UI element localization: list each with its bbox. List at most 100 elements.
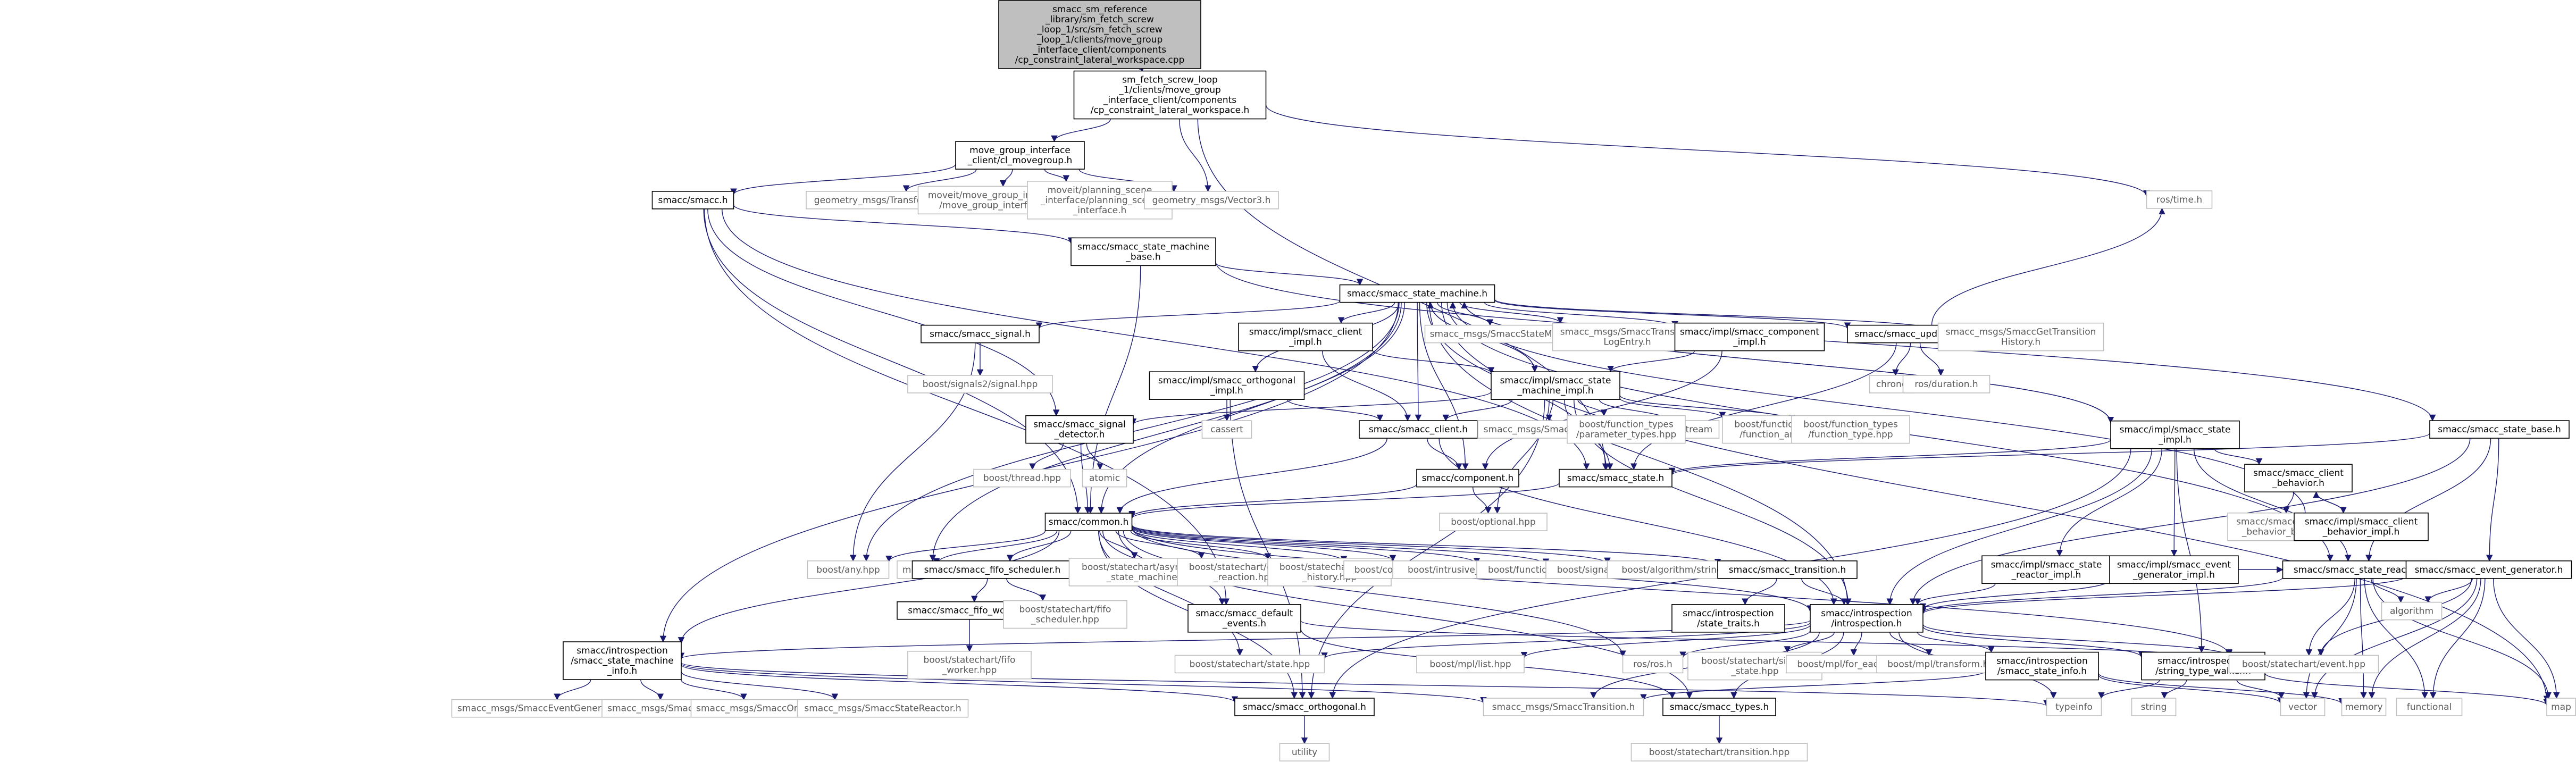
dependency-edge (1850, 632, 1862, 656)
dependency-edge (2176, 448, 2205, 653)
graph-node-n37[interactable]: smacc/smacc_client_behavior.h (2244, 464, 2353, 492)
node-label-line: smacc/smacc_client.h (1369, 424, 1468, 435)
graph-node-n18: boost/signals2/signal.hpp (907, 375, 1053, 393)
node-label-line: typeinfo (2055, 702, 2093, 713)
dependency-edge (885, 530, 1046, 563)
graph-node-n42[interactable]: smacc/impl/smacc_state_reactor_impl.h (1981, 555, 2111, 584)
graph-node-n31[interactable]: smacc/impl/smacc_state_impl.h (2110, 420, 2240, 449)
graph-node-n0[interactable]: smacc_sm_reference_library/sm_fetch_scre… (998, 0, 1201, 69)
graph-node-n1[interactable]: sm_fetch_screw_loop_1/clients/move_group… (1073, 70, 1267, 120)
graph-node-n39[interactable]: smacc/common.h (1044, 513, 1133, 531)
graph-node-n44: boost/any.hpp (807, 560, 890, 579)
node-label-line: /introspection.h (1831, 618, 1902, 629)
dependency-edge (1801, 578, 1847, 606)
dependency-edge (1415, 302, 1422, 422)
node-label-line: _reaction.hpp (1213, 572, 1275, 583)
graph-node-n32[interactable]: smacc/smacc_state_base.h (2429, 420, 2570, 439)
node-label-line: /state_traits.h (1697, 618, 1760, 629)
node-box (2110, 420, 2240, 449)
graph-node-n30: boost/function_types/function_type.hpp (1791, 415, 1910, 444)
graph-node-n46[interactable]: smacc/smacc_fifo_scheduler.h (911, 560, 1073, 579)
node-label-line: smacc/smacc.h (658, 195, 728, 206)
node-label-line: smacc/smacc_transition.h (1729, 565, 1846, 575)
node-label-line: boost/algorithm/string.hpp (1621, 565, 1742, 575)
dependency-edge (1441, 302, 2550, 702)
graph-node-n10[interactable]: smacc/smacc_state_machine.h (1339, 284, 1495, 303)
node-label-line: move_group_interface (969, 145, 1070, 156)
node-box (921, 324, 1040, 344)
dependency-edge (2360, 578, 2367, 699)
node-box (2341, 698, 2387, 716)
dependency-edge (1322, 350, 1411, 422)
node-label-line: smacc/smacc_state.h (1567, 473, 1665, 484)
dependency-edge (1131, 525, 1611, 565)
dependency-edge (2214, 448, 2263, 465)
dependency-edge (1131, 524, 1721, 566)
dependency-edge (704, 208, 1230, 606)
node-label-line: ros/ros.h (1633, 659, 1672, 669)
dependency-edge (1131, 525, 1550, 566)
graph-node-n35[interactable]: smacc/component.h (1416, 468, 1519, 488)
graph-node-n12[interactable]: smacc/impl/smacc_client_impl.h (1238, 322, 1373, 351)
node-label-line: boost/optional.hpp (1451, 517, 1536, 527)
node-box (1622, 655, 1684, 674)
dependency-edge (1919, 342, 1944, 376)
dependency-edge (1919, 575, 2407, 615)
graph-node-n79[interactable]: smacc/smacc_orthogonal.h (1234, 698, 1375, 716)
graph-node-n89: boost/statechart/transition.hpp (1630, 743, 1808, 761)
node-box (2429, 420, 2570, 439)
graph-node-n43[interactable]: smacc/impl/smacc_event_generator_impl.h (2109, 555, 2239, 584)
graph-node-n36[interactable]: smacc/smacc_state.h (1559, 468, 1672, 488)
dependency-edge (2098, 674, 2284, 705)
graph-node-n25[interactable]: smacc/smacc_client.h (1359, 420, 1478, 439)
node-label-line: _impl.h (1733, 337, 1766, 348)
node-label-line: /function_type.hpp (1808, 430, 1893, 440)
node-box (998, 0, 1201, 69)
graph-node-n61[interactable]: smacc/introspection/state_traits.h (1671, 604, 1785, 633)
node-label-line: smacc_msgs/SmaccTransition (1560, 327, 1695, 338)
dependency-edge (1044, 169, 1070, 182)
graph-node-n23[interactable]: smacc/smacc_signal_detector.h (1025, 415, 1134, 444)
dependency-edge (681, 671, 839, 700)
node-label-line: _behavior_impl.h (2322, 527, 2400, 538)
dependency-edge (2372, 578, 2552, 699)
dependency-edge (1116, 438, 1387, 514)
graph-node-n41[interactable]: smacc/impl/smacc_client_behavior_impl.h (2294, 512, 2429, 541)
node-label-line: _impl.h (1289, 337, 1322, 348)
node-label-line: boost/mpl/transform.hpp (1887, 659, 2000, 669)
node-box (1902, 375, 1990, 393)
node-label-line: memory (2345, 702, 2382, 713)
node-box (2405, 560, 2572, 579)
dependency-edge (1909, 438, 2471, 606)
graph-node-n9[interactable]: smacc/smacc_state_machine_base.h (1070, 237, 1216, 266)
dependency-edge (733, 204, 1075, 245)
dependency-edge (2056, 448, 2162, 557)
graph-node-n11[interactable]: smacc/smacc_signal.h (921, 324, 1040, 344)
dependency-edge (1308, 399, 1545, 699)
graph-node-n65[interactable]: smacc/introspection/smacc_state_machine_… (563, 641, 682, 680)
graph-node-n8: geometry_msgs/Vector3.h (1144, 191, 1279, 210)
graph-node-n87: map (2546, 698, 2576, 716)
graph-node-n60[interactable]: smacc/smacc_default_events.h (1187, 604, 1301, 633)
graph-node-n20[interactable]: smacc/impl/smacc_state_machine_impl.h (1491, 371, 1620, 400)
graph-node-n62[interactable]: smacc/introspection/introspection.h (1810, 604, 1923, 633)
graph-node-n33: boost/thread.hpp (973, 468, 1071, 488)
graph-node-n57[interactable]: smacc/smacc_event_generator.h (2405, 560, 2572, 579)
node-box (1070, 237, 1216, 266)
graph-node-n72[interactable]: smacc/introspection/smacc_state_info.h (1985, 651, 2099, 681)
dependency-edge (640, 679, 664, 700)
graph-node-n15[interactable]: smacc/impl/smacc_component_impl.h (1674, 322, 1825, 351)
dependency-edge (554, 679, 591, 700)
graph-node-n81[interactable]: smacc/smacc_types.h (1662, 698, 1776, 716)
node-label-line: LogEntry.h (1603, 337, 1651, 348)
node-box (2396, 698, 2463, 716)
graph-node-n2[interactable]: move_group_interface_client/cl_movegroup… (955, 141, 1085, 170)
graph-node-n4[interactable]: smacc/smacc.h (651, 191, 734, 210)
graph-node-n19[interactable]: smacc/impl/smacc_orthogonal_impl.h (1149, 371, 1305, 400)
node-label-line: smacc/impl/smacc_client (1249, 327, 1362, 338)
dependency-edge (1922, 626, 2145, 658)
dependency-edge (678, 531, 1060, 644)
node-label-line: _interface/planning_scene (1040, 195, 1159, 206)
node-label-line: moveit/planning_scene (1048, 185, 1152, 196)
graph-node-n55[interactable]: smacc/smacc_transition.h (1717, 560, 1858, 579)
